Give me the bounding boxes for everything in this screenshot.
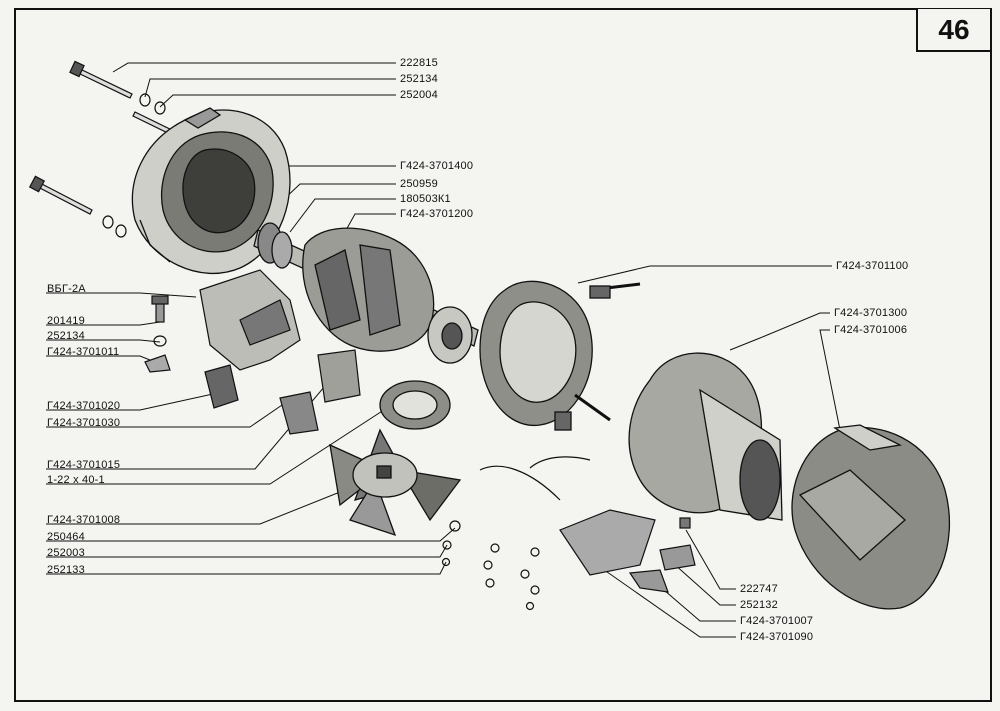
label-g424-3701007: Г424-3701007 bbox=[740, 615, 814, 627]
page-number-box: 46 bbox=[916, 9, 990, 52]
label-g424-3701300: Г424-3701300 bbox=[834, 307, 908, 319]
label-1-22x40-1: 1-22 х 40-1 bbox=[47, 474, 105, 486]
label-g424-3701015: Г424-3701015 bbox=[47, 459, 121, 471]
label-250464: 250464 bbox=[47, 531, 85, 543]
leader-lines bbox=[46, 62, 841, 638]
rotor bbox=[253, 222, 479, 364]
rear-cover bbox=[791, 424, 951, 610]
label-g424-3701090: Г424-3701090 bbox=[740, 631, 814, 643]
label-180503k1: 180503К1 bbox=[400, 193, 451, 205]
label-g424-3701100: Г424-3701100 bbox=[836, 260, 909, 272]
brush-holder bbox=[144, 269, 361, 435]
label-vbg-2a: ВБГ-2А bbox=[47, 283, 86, 295]
page-number: 46 bbox=[938, 13, 970, 45]
label-g424-3701030: Г424-3701030 bbox=[47, 417, 121, 429]
label-252134-top: 252134 bbox=[400, 73, 438, 85]
fan bbox=[329, 428, 462, 537]
label-252004: 252004 bbox=[400, 89, 438, 101]
label-201419: 201419 bbox=[47, 315, 85, 327]
label-252133: 252133 bbox=[47, 564, 85, 576]
label-g424-3701011: Г424-3701011 bbox=[47, 346, 120, 358]
label-252132: 252132 bbox=[740, 599, 778, 611]
front-housing bbox=[131, 107, 291, 274]
label-252003: 252003 bbox=[47, 547, 85, 559]
label-222747: 222747 bbox=[740, 583, 778, 595]
label-222815: 222815 bbox=[400, 57, 438, 69]
label-g424-3701006: Г424-3701006 bbox=[834, 324, 908, 336]
label-g424-3701200: Г424-3701200 bbox=[400, 208, 474, 220]
rectifier-and-nuts bbox=[441, 456, 696, 611]
bearing bbox=[379, 380, 451, 430]
rear-housing bbox=[628, 352, 783, 521]
label-g424-3701008: Г424-3701008 bbox=[47, 514, 121, 526]
page-frame bbox=[14, 8, 992, 702]
stator bbox=[479, 280, 641, 431]
label-252134-left: 252134 bbox=[47, 330, 85, 342]
label-250959: 250959 bbox=[400, 178, 438, 190]
label-g424-3701020: Г424-3701020 bbox=[47, 400, 121, 412]
label-g424-3701400: Г424-3701400 bbox=[400, 160, 474, 172]
